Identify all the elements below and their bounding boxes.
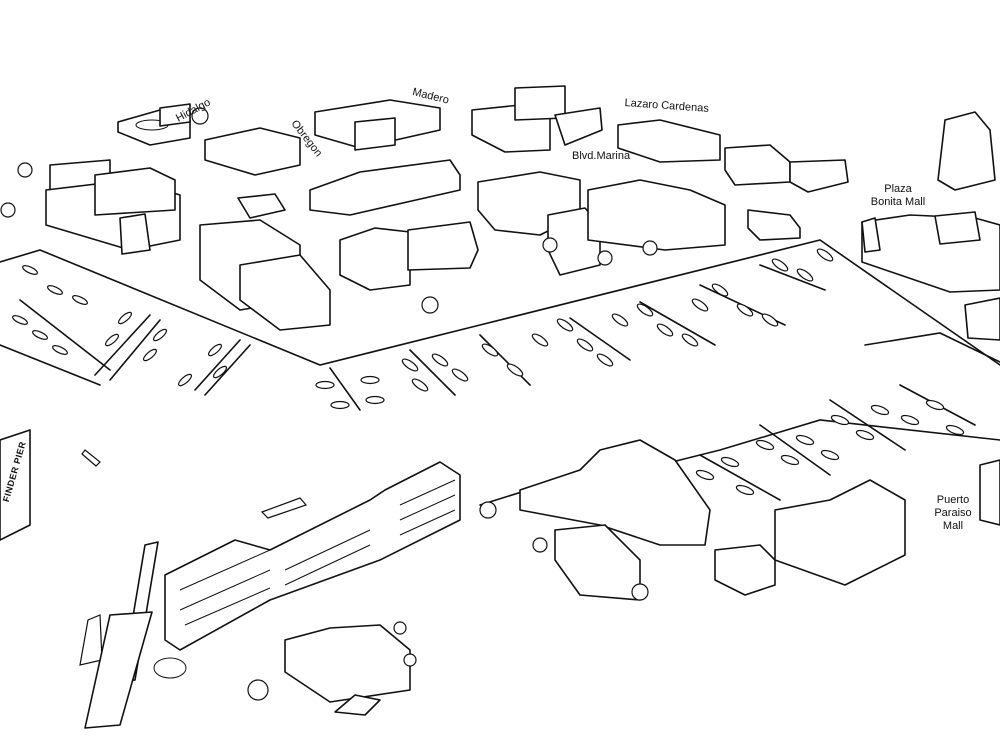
finder-pier xyxy=(0,429,31,541)
place-label-puerto-paraiso: Puerto Paraiso Mall xyxy=(925,494,981,533)
breakwater xyxy=(84,541,187,729)
place-label-plaza-bonita-line1: Plaza xyxy=(884,183,912,195)
building-waterfront-hotel xyxy=(164,461,461,651)
buildings-top-center xyxy=(309,85,849,291)
buildings-bottom-center xyxy=(284,439,1000,716)
building-plaza-bonita xyxy=(861,111,1000,341)
place-label-puerto-paraiso-line1: Puerto xyxy=(936,494,970,506)
docks xyxy=(0,264,976,501)
place-label-plaza-bonita-line2: Bonita Mall xyxy=(870,196,926,208)
buildings-top-left xyxy=(45,103,331,331)
place-label-puerto-paraiso-line2: Paraiso xyxy=(934,507,972,519)
place-label-puerto-paraiso-line3: Mall xyxy=(942,520,964,532)
street-label-blvd-marina: Blvd.Marina xyxy=(572,150,631,162)
trees xyxy=(0,107,658,701)
marina-basin xyxy=(0,239,1000,506)
boats xyxy=(12,248,965,666)
place-label-plaza-bonita: Plaza Bonita Mall xyxy=(860,183,936,209)
